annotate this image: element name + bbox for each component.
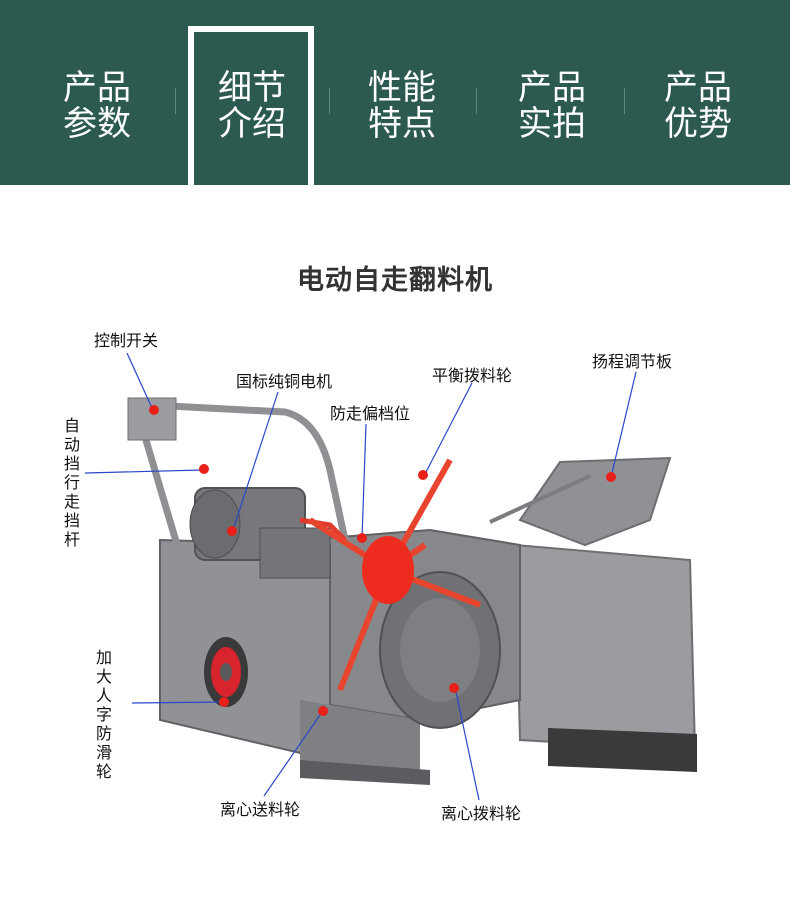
label-centrifugal-feed-wheel: 离心送料轮 xyxy=(220,800,301,819)
active-tab-frame xyxy=(188,26,314,216)
label-auto-stop-lever: 自动挡行走挡杆 xyxy=(63,416,80,549)
tab-product-params[interactable]: 产品 参数 xyxy=(63,68,131,144)
tab-divider xyxy=(329,88,330,114)
label-centrifugal-pick-wheel: 离心拨料轮 xyxy=(441,804,522,823)
tab-divider xyxy=(476,88,477,114)
label-control-switch: 控制开关 xyxy=(94,331,159,350)
label-anti-walk-stop: 防走偏档位 xyxy=(330,404,411,423)
tab-real-photos[interactable]: 产品 实拍 xyxy=(518,68,586,144)
machine-illustration xyxy=(84,352,697,801)
tab-advantages[interactable]: 产品 优势 xyxy=(664,68,732,144)
header-bar xyxy=(0,0,790,185)
label-lift-plate: 扬程调节板 xyxy=(592,352,673,371)
label-balance-wheel: 平衡拨料轮 xyxy=(432,366,513,385)
label-copper-motor: 国标纯铜电机 xyxy=(236,372,333,391)
page-title: 电动自走翻料机 xyxy=(297,265,493,296)
label-anti-slip-wheel: 加大人字防滑轮 xyxy=(95,648,112,781)
tab-features[interactable]: 性能 特点 xyxy=(368,68,436,144)
tab-divider xyxy=(624,88,625,114)
tab-divider xyxy=(175,88,176,114)
tab-detail-intro[interactable]: 细节 介绍 xyxy=(218,68,286,144)
